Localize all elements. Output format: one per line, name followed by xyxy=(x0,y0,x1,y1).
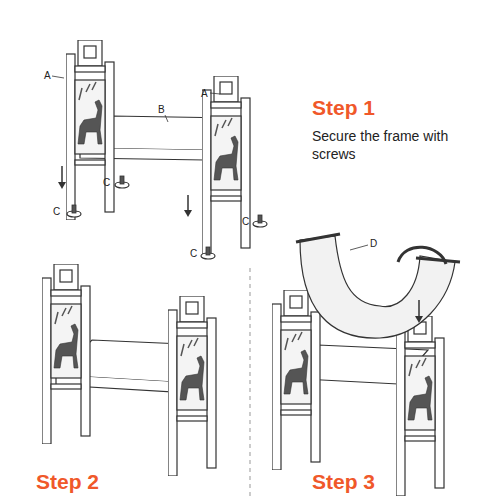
part-letter: C xyxy=(53,206,60,217)
part-letter: A xyxy=(44,70,51,81)
step-instruction: Secure the frame with screws xyxy=(312,128,452,163)
part-letter: C xyxy=(190,248,197,259)
step-heading: Step 3 xyxy=(312,470,375,493)
part-letter: A xyxy=(201,88,208,99)
step-heading: Step 2 xyxy=(36,470,99,493)
part-letter: C xyxy=(103,177,110,188)
part-letter: C xyxy=(242,216,249,227)
step-heading: Step 1 xyxy=(312,96,375,119)
part-letter: D xyxy=(370,238,377,249)
part-letter: B xyxy=(158,104,165,115)
